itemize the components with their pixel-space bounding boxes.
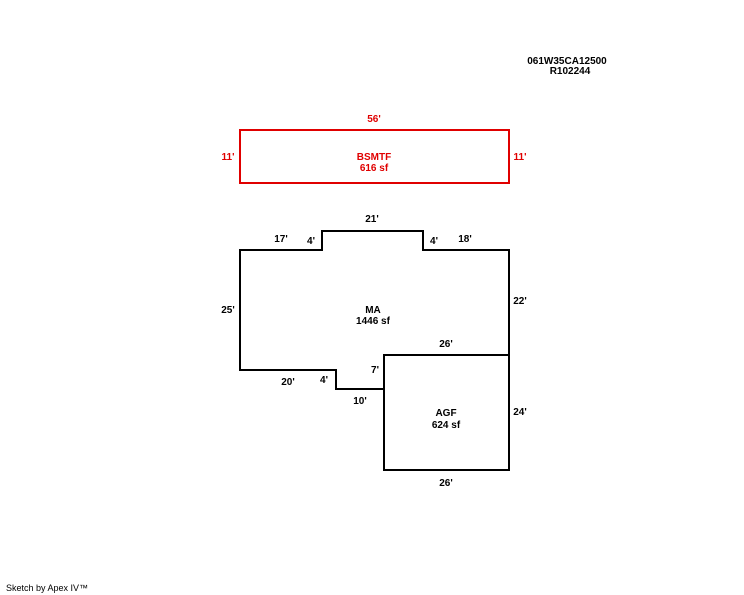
ma-dim-step-right: 4' xyxy=(430,236,438,247)
bsmtf-dim-top: 56' xyxy=(367,114,381,125)
bsmtf-outline xyxy=(239,129,510,184)
bsmtf-dim-left: 11' xyxy=(222,152,235,163)
ma-dim-left: 25' xyxy=(221,305,235,316)
bsmtf-dim-right: 11' xyxy=(514,152,527,163)
ma-dim-notch-left: 4' xyxy=(320,375,328,386)
bsmtf-area: 616 sf xyxy=(360,163,389,174)
ma-dim-notch-right: 7' xyxy=(371,365,379,376)
agf-dim-right: 24' xyxy=(513,407,527,418)
ma-dim-bottom-left: 20' xyxy=(281,377,295,388)
parcel-id: 061W35CA12500 xyxy=(527,56,607,67)
agf-label: AGF xyxy=(435,408,456,419)
account-number: R102244 xyxy=(550,66,591,77)
ma-dim-step-left: 4' xyxy=(307,236,315,247)
ma-area: 1446 sf xyxy=(356,316,391,327)
agf-dim-bottom: 26' xyxy=(439,478,453,489)
sketch-credit: Sketch by Apex IV™ xyxy=(6,583,88,593)
ma-outline xyxy=(239,230,510,390)
ma-dim-shared: 26' xyxy=(439,339,453,350)
ma-dim-right: 22' xyxy=(513,296,527,307)
bsmtf-label: BSMTF xyxy=(357,152,391,163)
agf-outline xyxy=(383,354,510,471)
ma-dim-top-right: 18' xyxy=(458,234,472,245)
agf-area: 624 sf xyxy=(432,420,461,431)
ma-dim-top-mid: 21' xyxy=(365,214,379,225)
ma-dim-notch-bottom: 10' xyxy=(353,396,367,407)
ma-dim-top-left: 17' xyxy=(274,234,288,245)
ma-label: MA xyxy=(365,305,381,316)
